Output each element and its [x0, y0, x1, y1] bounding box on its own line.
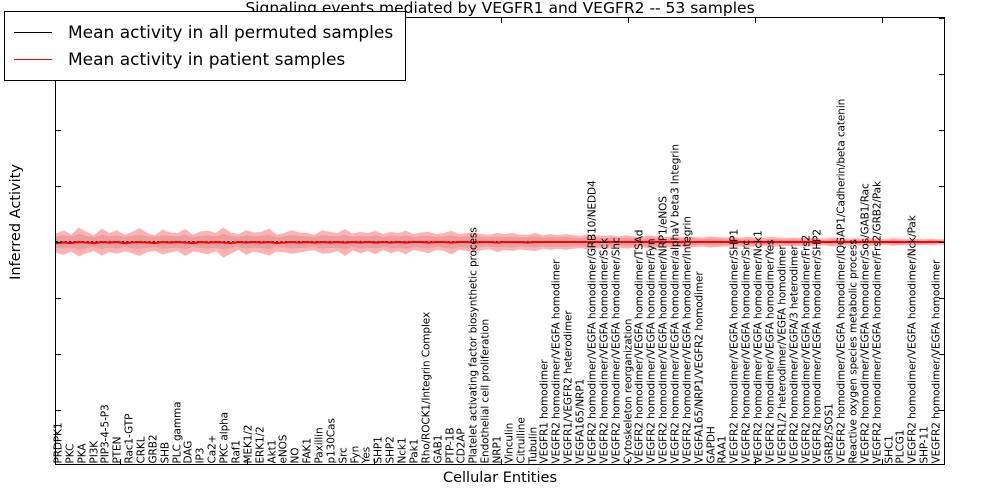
x-tick-mark: [755, 459, 757, 464]
y-tick-mark: [56, 130, 61, 131]
y-tick-mark: [939, 410, 944, 411]
x-tick-mark: [882, 459, 884, 464]
y-tick-mark: [939, 242, 944, 243]
y-tick-mark: [56, 354, 61, 355]
y-tick-mark: [56, 186, 61, 187]
legend-label-patient: Mean activity in patient samples: [68, 49, 346, 70]
x-tick-mark: [755, 18, 757, 23]
x-tick-mark: [373, 459, 375, 464]
data-band-layer: [56, 18, 944, 464]
y-tick-mark: [56, 410, 61, 411]
y-tick-mark: [56, 298, 61, 299]
confidence-band-svg: [56, 227, 944, 258]
y-tick-mark: [939, 130, 944, 131]
x-tick-mark: [119, 459, 121, 464]
mean-activity-line: [56, 240, 944, 245]
x-tick-mark: [882, 18, 884, 23]
x-tick-mark: [501, 459, 502, 464]
x-tick-mark: [628, 459, 630, 464]
legend-label-permuted: Mean activity in all permuted samples: [68, 22, 394, 43]
legend-item-patient: Mean activity in patient samples: [14, 46, 393, 73]
y-tick-mark: [56, 242, 61, 243]
y-tick-mark: [939, 186, 944, 187]
y-tick-mark: [939, 74, 944, 75]
x-tick-mark: [628, 18, 630, 23]
legend-line-patient-icon: [14, 59, 52, 60]
x-axis-label: Cellular Entities: [442, 470, 558, 486]
chart-legend: Mean activity in all permuted samples Me…: [4, 11, 407, 81]
y-tick-mark: [939, 354, 944, 355]
legend-item-permuted: Mean activity in all permuted samples: [14, 19, 393, 46]
x-tick-mark: [501, 18, 502, 23]
y-tick-mark: [939, 18, 944, 19]
plot-axes: [55, 17, 945, 465]
y-tick-mark: [939, 298, 944, 299]
legend-line-permuted-icon: [14, 32, 52, 33]
x-tick-mark: [246, 459, 248, 464]
